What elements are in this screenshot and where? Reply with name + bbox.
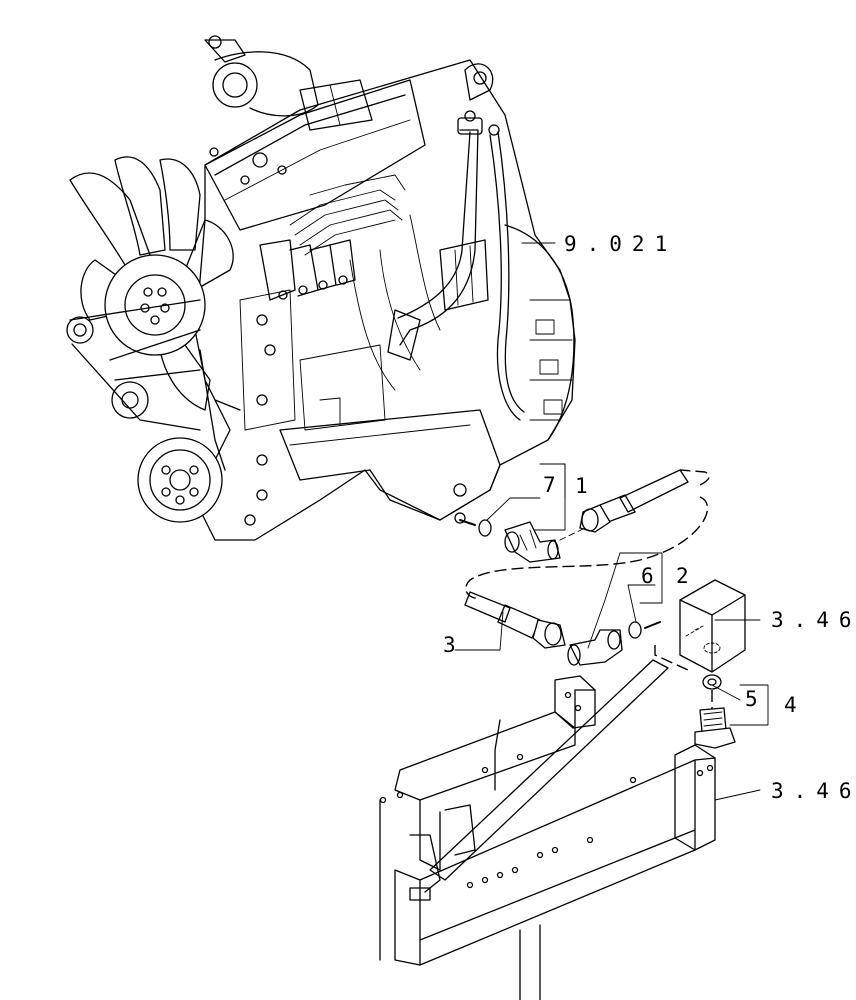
callout-7: 7 [543,473,556,497]
tank-block [679,579,746,749]
hose-upper-assembly [459,469,710,599]
hose-lower-assembly [464,591,689,671]
callout-3: 3 [443,633,456,657]
callout-2: 2 [676,564,689,588]
chassis-frame [379,659,716,1000]
ref-frame-label: 3.46 [771,779,856,803]
callout-5: 5 [745,687,758,711]
callout-4: 4 [784,693,797,717]
ref-tank-label: 3.46 [771,608,856,632]
ref-engine-label: 9.021 [564,232,677,256]
callout-1: 1 [575,474,588,498]
engine-assembly [66,35,576,541]
leader-lines [454,242,769,801]
callout-6: 6 [641,564,654,588]
